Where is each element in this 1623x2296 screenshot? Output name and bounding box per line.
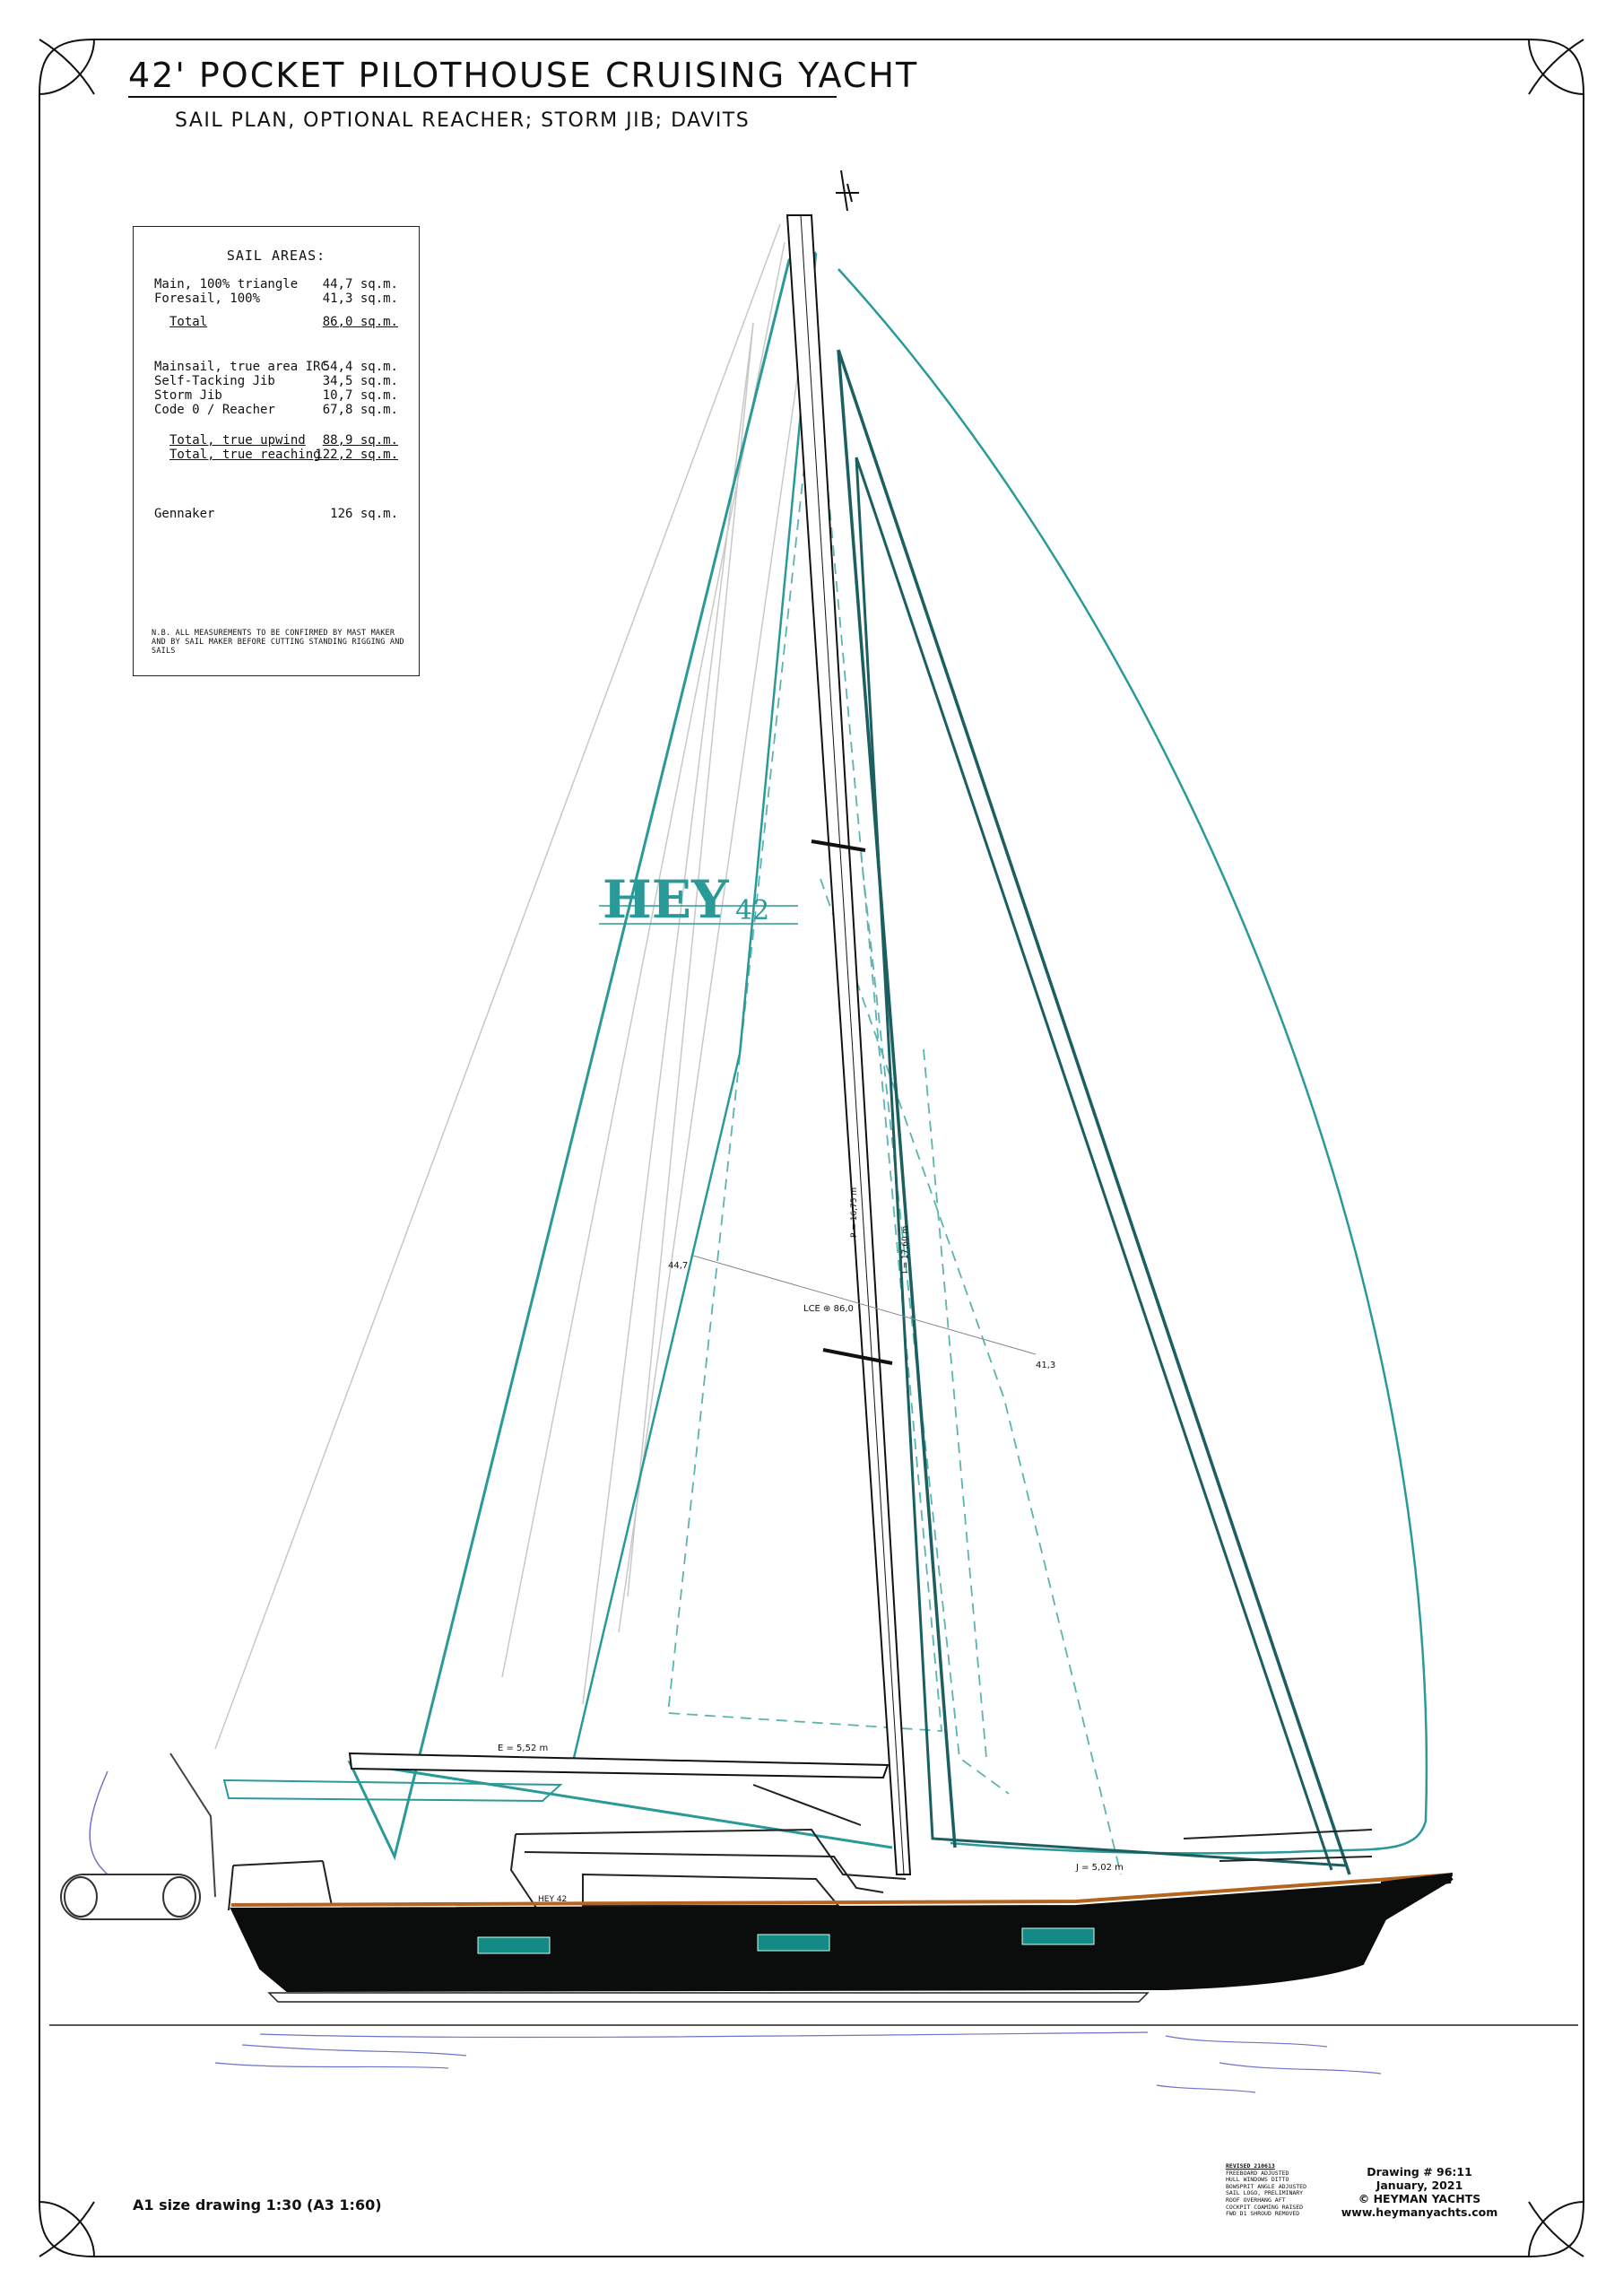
sail-area-label: Main, 100% triangle (154, 277, 299, 291)
sail-area-label: Total, true reaching (169, 448, 321, 462)
drawing-info-block: Drawing # 96:11 January, 2021 © HEYMAN Y… (1334, 2165, 1505, 2219)
title-underline (128, 96, 837, 98)
website: www.heymanyachts.com (1341, 2205, 1498, 2219)
sail-area-label: Code 0 / Reacher (154, 403, 275, 417)
hull (230, 1878, 1454, 1993)
sail-area-value: 10,7 sq.m. (322, 388, 398, 403)
backstay-line (214, 223, 781, 1750)
sail-area-label: Foresail, 100% (154, 291, 261, 306)
cove-stripe (230, 1873, 1454, 1907)
copyright: © HEYMAN YACHTS (1358, 2192, 1481, 2205)
sail-area-row: Main, 100% triangle 44,7 sq.m. (154, 277, 398, 291)
rigging-line (618, 277, 812, 1633)
boot-top (267, 1992, 1150, 2003)
sail-area-row: Gennaker 126 sq.m. (154, 507, 398, 521)
revision-line: COCKPIT COAMING RAISED (1226, 2203, 1304, 2211)
fore-area-label: 41,3 (1036, 1361, 1055, 1370)
sail-area-value: 41,3 sq.m. (322, 291, 398, 306)
measurement-note: N.B. ALL MEASUREMENTS TO BE CONFIRMED BY… (152, 629, 404, 656)
drawing-title: 42' POCKET PILOTHOUSE CRUISING YACHT (128, 56, 919, 95)
centre-of-effort-line (692, 1255, 1037, 1355)
mast (785, 170, 912, 1875)
sail-area-value: 54,4 sq.m. (322, 360, 398, 374)
reacher-sail (838, 268, 1428, 1855)
sail-area-row: Storm Jib 10,7 sq.m. (154, 388, 398, 403)
sail-area-row: Code 0 / Reacher 67,8 sq.m. (154, 403, 398, 417)
hull-window-fwd (1021, 1927, 1095, 1945)
bowsprit (1381, 1873, 1453, 1891)
sail-areas-table: SAIL AREAS: Main, 100% triangle 44,7 sq.… (133, 226, 420, 676)
sail-area-label: Self-Tacking Jib (154, 374, 275, 388)
sail-area-value: 44,7 sq.m. (322, 277, 398, 291)
lower-spreader (822, 1348, 893, 1365)
water-reflection (214, 2031, 1382, 2093)
sail-area-row: Mainsail, true area IRC 54,4 sq.m. (154, 360, 398, 374)
revision-line: SAIL LOGO, PRELIMINARY (1226, 2189, 1304, 2197)
sail-areas-heading: SAIL AREAS: (226, 248, 326, 264)
sail-area-value: 86,0 sq.m. (322, 315, 398, 329)
storm-jib-dashed (667, 358, 942, 1732)
sail-area-value: 34,5 sq.m. (322, 374, 398, 388)
revision-line: HULL WINDOWS DITTO (1226, 2176, 1289, 2184)
sail-area-label: Total, true upwind (169, 433, 306, 448)
sail-area-value: 126 sq.m. (330, 507, 398, 521)
scale-note: A1 size drawing 1:30 (A3 1:60) (133, 2196, 382, 2213)
sail-area-label: Mainsail, true area IRC (154, 360, 328, 374)
p-dimension-label: P = 16,75 m (850, 1187, 859, 1238)
upper-spreader (811, 839, 866, 852)
main-area-label: 44,7 (668, 1261, 688, 1271)
sail-area-value: 122,2 sq.m. (315, 448, 398, 462)
drawing-number: Drawing # 96:11 (1367, 2165, 1472, 2179)
dashed-sheet (860, 851, 1010, 1795)
revision-heading: REVISED 210613 (1226, 2162, 1275, 2170)
self-tacking-jib (837, 349, 1351, 1875)
sail-area-row: Self-Tacking Jib 34,5 sq.m. (154, 374, 398, 388)
dashed-leech (923, 1048, 987, 1759)
hull-window-mid (757, 1934, 830, 1952)
sail-logo-text: HEY (603, 869, 729, 930)
davits-dinghy (60, 1752, 216, 1920)
revision-line: BOWSPRIT ANGLE ADJUSTED (1226, 2182, 1307, 2190)
boom (348, 1752, 890, 1779)
stack-pack (222, 1779, 563, 1803)
sail-area-label: Storm Jib (154, 388, 222, 403)
dashed-forestay (820, 878, 1122, 1875)
rigging-line (627, 322, 754, 1597)
i-dimension-label: I = 17,60 m (901, 1226, 910, 1274)
revision-block: REVISED 210613 FREEBOARD ADJUSTED HULL W… (1226, 2162, 1360, 2218)
rigging-line (582, 322, 754, 1705)
sail-logo-number: 42 (735, 895, 769, 926)
revision-line: ROOF OVERHANG AFT (1226, 2196, 1286, 2204)
sail-area-row: Foresail, 100% 41,3 sq.m. (154, 291, 398, 306)
sail-logo: HEY 42 (599, 869, 798, 930)
sail-area-label: Total (169, 315, 208, 329)
drawing-subtitle: SAIL PLAN, OPTIONAL REACHER; STORM JIB; … (175, 109, 751, 132)
e-dimension-label: E = 5,52 m (498, 1744, 548, 1753)
lce-label: LCE ⊕ 86,0 (803, 1304, 854, 1314)
sail-area-label: Gennaker (154, 507, 215, 521)
sail-area-value: 67,8 sq.m. (322, 403, 398, 417)
sail-area-total-row: Total 86,0 sq.m. (169, 315, 398, 329)
sail-area-total-row: Total, true reaching 122,2 sq.m. (169, 448, 398, 462)
j-dimension-label: J = 5,02 m (1075, 1863, 1124, 1873)
sail-area-total-row: Total, true upwind 88,9 sq.m. (169, 433, 398, 448)
revision-line: FREEBOARD ADJUSTED (1226, 2169, 1289, 2177)
hull-logo: HEY 42 (538, 1895, 567, 1904)
sail-area-value: 88,9 sq.m. (322, 433, 398, 448)
revision-line: FWD D1 SHROUD REMOVED (1226, 2210, 1300, 2218)
hull-window-aft (477, 1936, 551, 1954)
mainsail-inner-outline (572, 252, 818, 1759)
genoa-outline (855, 457, 1346, 1871)
drawing-date: January, 2021 (1376, 2179, 1463, 2192)
